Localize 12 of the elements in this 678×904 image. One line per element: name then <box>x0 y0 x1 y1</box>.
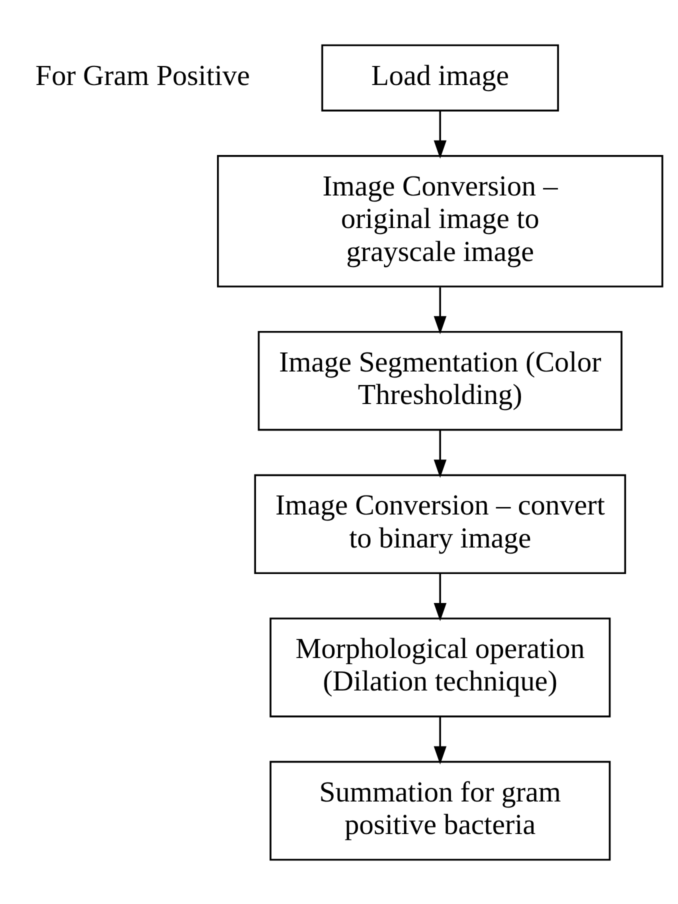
node-box: Image Conversion – convert to binary image <box>254 474 626 574</box>
label: For Gram Positive <box>35 59 250 92</box>
node-box: Load image <box>321 44 559 111</box>
node-box: Image Conversion – original image to grayscale image <box>217 154 664 287</box>
node-box: Image Segmentation (Color Thresholding) <box>258 330 622 430</box>
arrow <box>434 110 446 158</box>
arrow <box>434 716 446 764</box>
node-box: Morphological operation (Dilation technique) <box>270 617 611 717</box>
arrow <box>434 572 446 621</box>
node-box: Summation for gram positive bacteria <box>270 760 611 860</box>
arrow <box>434 429 446 478</box>
arrow <box>434 286 446 334</box>
